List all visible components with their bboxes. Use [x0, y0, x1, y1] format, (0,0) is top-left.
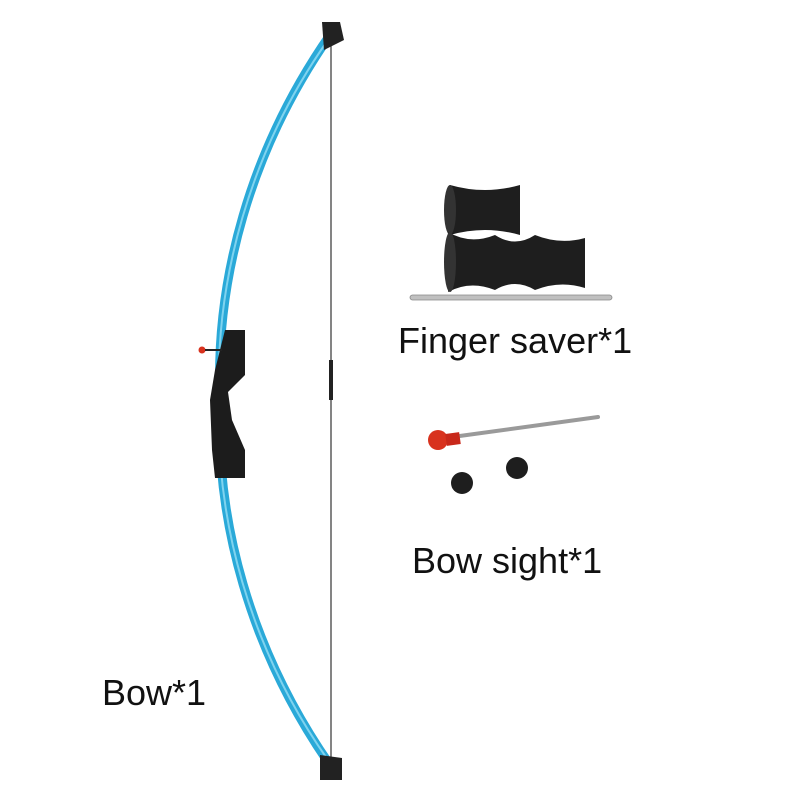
arrow-rest-icon [198, 346, 206, 354]
finger-saver-rod [409, 294, 613, 301]
sight-knob-1 [451, 472, 473, 494]
bow-limb [215, 30, 335, 770]
bow-limb-highlight [217, 39, 329, 761]
bow-grip [210, 330, 245, 478]
finger-saver-large-end [444, 232, 456, 292]
bow-tip-bottom [320, 755, 342, 780]
bow-label: Bow*1 [102, 672, 207, 713]
sight-ball-collar [445, 432, 461, 446]
sight-knob-2 [506, 457, 528, 479]
finger-saver-small-end [444, 185, 456, 235]
sight-ball [428, 430, 448, 450]
bow-sight-label: Bow sight*1 [412, 540, 603, 581]
bow-tip-top [322, 22, 344, 50]
finger-saver-label: Finger saver*1 [398, 320, 633, 361]
finger-saver-small [450, 185, 520, 235]
string-serving [329, 360, 333, 400]
sight-pin [443, 415, 600, 440]
finger-saver-large [448, 232, 585, 292]
